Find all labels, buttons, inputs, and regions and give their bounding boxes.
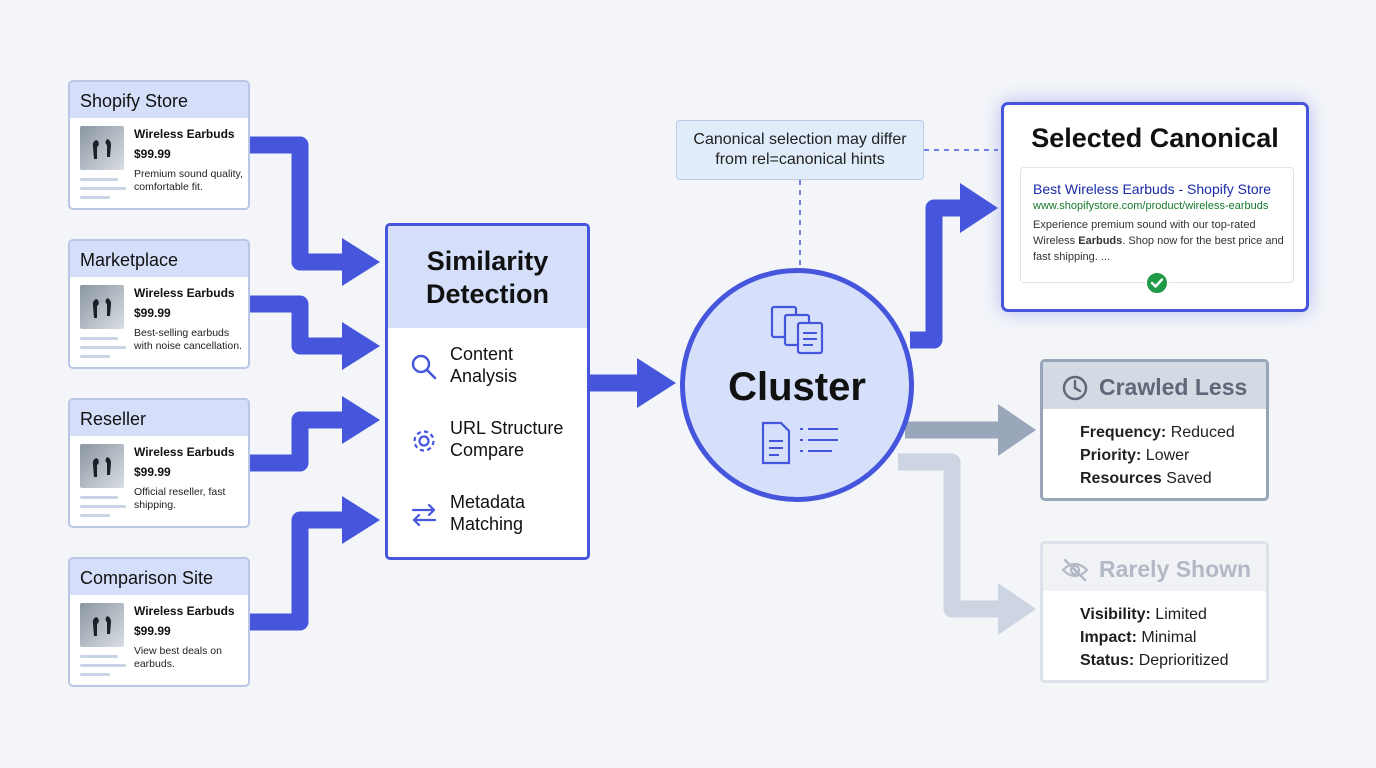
- check-icon: [1145, 271, 1169, 295]
- search-result-card: Best Wireless Earbuds - Shopify Store ww…: [1020, 167, 1294, 283]
- rarely-shown-header: Rarely Shown: [1043, 544, 1266, 591]
- cluster-title: Cluster: [728, 365, 866, 409]
- source-card-shopify: Shopify Store Wireless Earbuds $99.99 Pr…: [68, 80, 250, 210]
- product-name: Wireless Earbuds: [134, 604, 235, 618]
- product-price: $99.99: [134, 147, 171, 161]
- note-line1: Canonical selection may differ: [693, 131, 907, 148]
- placeholder-line: [80, 355, 110, 358]
- detail-row: Status: Deprioritized: [1080, 652, 1229, 669]
- product-name: Wireless Earbuds: [134, 127, 235, 141]
- placeholder-line: [80, 337, 118, 340]
- source-card-marketplace: Marketplace Wireless Earbuds $99.99 Best…: [68, 239, 250, 369]
- product-name: Wireless Earbuds: [134, 445, 235, 459]
- source-name: Shopify Store: [70, 82, 248, 118]
- product-desc: Best-selling earbuds with noise cancella…: [134, 327, 242, 352]
- crawled-less-box: Crawled Less Frequency: Reduced Priority…: [1040, 359, 1269, 501]
- earbuds-image: [80, 285, 124, 329]
- cluster-circle: Cluster: [680, 268, 914, 502]
- arrow-shopify-to-similarity: [250, 136, 345, 271]
- rarely-shown-title: Rarely Shown: [1099, 556, 1252, 582]
- swap-arrows-icon: [411, 503, 437, 527]
- earbuds-image: [80, 603, 124, 647]
- selected-canonical-box: Selected Canonical Best Wireless Earbuds…: [1001, 102, 1309, 312]
- product-desc: Official reseller, fast shipping.: [134, 486, 226, 511]
- placeholder-line: [80, 496, 118, 499]
- clock-icon: [1062, 375, 1088, 401]
- result-url: www.shopifystore.com/product/wireless-ea…: [1033, 200, 1269, 212]
- placeholder-line: [80, 514, 110, 517]
- source-name: Marketplace: [70, 241, 248, 277]
- result-description: Experience premium sound with our top-ra…: [1033, 219, 1284, 263]
- product-desc: Premium sound quality, comfortable fit.: [134, 168, 243, 193]
- note-line2: from rel=canonical hints: [715, 151, 885, 168]
- detail-row: Visibility: Limited: [1080, 606, 1207, 623]
- arrow-cluster-to-rarely: [898, 453, 1000, 618]
- placeholder-line: [80, 655, 118, 658]
- placeholder-line: [80, 673, 110, 676]
- detail-row: Frequency: Reduced: [1080, 424, 1235, 441]
- placeholder-line: [80, 178, 118, 181]
- similarity-title: Similarity Detection: [388, 226, 587, 328]
- placeholder-line: [80, 505, 126, 508]
- canonical-note: Canonical selection may differ from rel=…: [676, 120, 924, 180]
- canonical-title: Selected Canonical: [1031, 123, 1279, 153]
- source-card-comparison: Comparison Site Wireless Earbuds $99.99 …: [68, 557, 250, 687]
- placeholder-line: [80, 196, 110, 199]
- arrow-comparison-to-similarity: [250, 511, 345, 631]
- placeholder-line: [80, 346, 126, 349]
- similarity-title-line2: Detection: [425, 279, 550, 309]
- product-price: $99.99: [134, 624, 171, 638]
- documents-icon: [770, 305, 824, 355]
- placeholder-line: [80, 187, 126, 190]
- arrow-cluster-to-canonical: [910, 199, 962, 349]
- crawled-less-title: Crawled Less: [1099, 374, 1248, 400]
- detail-row: Resources Saved: [1080, 470, 1212, 487]
- rarely-shown-box: Rarely Shown Visibility: Limited Impact:…: [1040, 541, 1269, 683]
- product-desc: View best deals on earbuds.: [134, 645, 222, 670]
- eye-off-icon: [1061, 558, 1089, 582]
- crawled-less-header: Crawled Less: [1043, 362, 1266, 409]
- crawled-less-details: Frequency: Reduced Priority: Lower Resou…: [1080, 421, 1235, 490]
- document-list-icon: [761, 421, 838, 465]
- placeholder-line: [80, 664, 126, 667]
- result-title-link[interactable]: Best Wireless Earbuds - Shopify Store: [1033, 181, 1272, 197]
- source-card-reseller: Reseller Wireless Earbuds $99.99 Officia…: [68, 398, 250, 528]
- detail-row: Impact: Minimal: [1080, 629, 1197, 646]
- earbuds-image: [80, 126, 124, 170]
- gear-icon: [413, 430, 435, 452]
- detail-row: Priority: Lower: [1080, 447, 1190, 464]
- search-icon: [411, 354, 437, 380]
- arrow-reseller-to-similarity: [250, 411, 345, 472]
- arrow-marketplace-to-similarity: [250, 295, 345, 355]
- similarity-title-line1: Similarity: [426, 246, 549, 276]
- source-name: Comparison Site: [70, 559, 248, 595]
- product-price: $99.99: [134, 306, 171, 320]
- earbuds-image: [80, 444, 124, 488]
- source-name: Reseller: [70, 400, 248, 436]
- product-price: $99.99: [134, 465, 171, 479]
- product-name: Wireless Earbuds: [134, 286, 235, 300]
- rarely-shown-details: Visibility: Limited Impact: Minimal Stat…: [1080, 603, 1229, 672]
- note-connector: [799, 149, 998, 266]
